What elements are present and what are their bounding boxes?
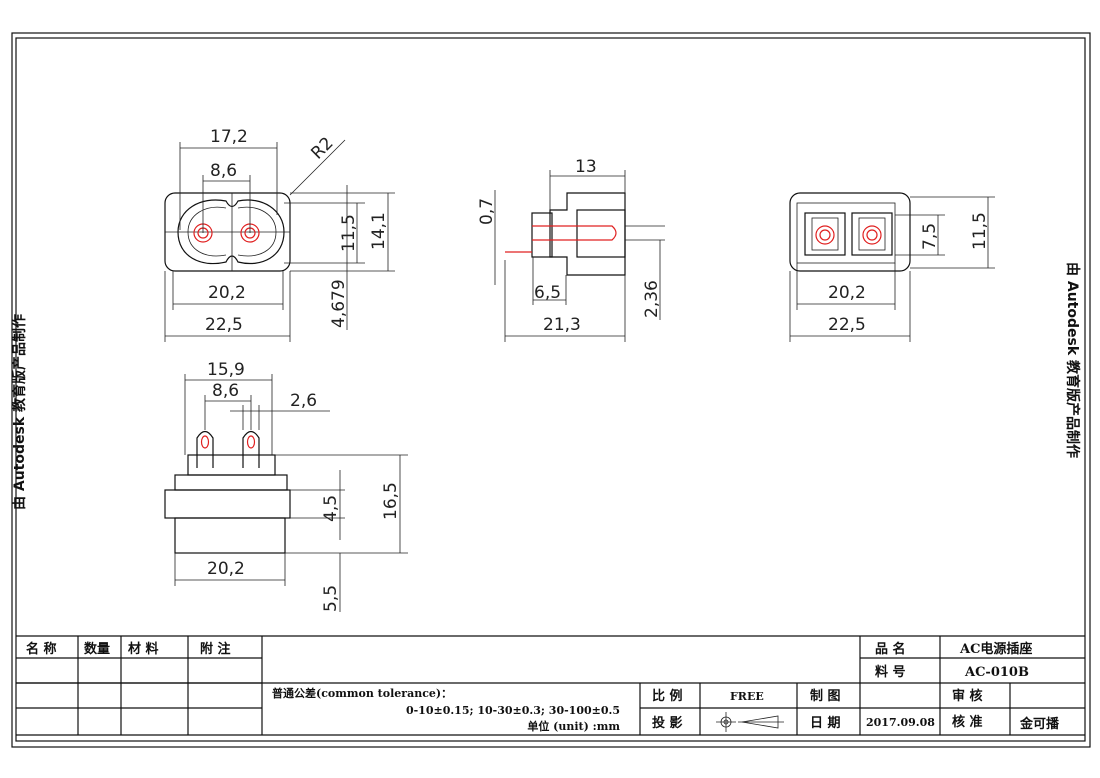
bottom-view: 15,9 8,6 2,6 16,5 4,5 5,5 20,2 [164,360,408,612]
title-block: 名 称 数量 材 料 附 注 品 名 AC电源插座 料 号 AC-010B 普通… [16,635,1085,736]
bottom-dim-20-2: 20,2 [207,559,245,579]
date-value: 2017.09.08 [866,716,935,729]
dim-r2: R2 [307,133,337,163]
tolerance-title: 普通公差(common tolerance)： [272,686,452,700]
bottom-dim-8-6: 8,6 [212,381,239,401]
back-dim-11-5: 11,5 [970,212,990,250]
approver: 金可播 [1019,716,1060,732]
side-view: 13 0,7 6,5 21,3 2,36 [477,157,665,342]
part-no-label: 料 号 [875,664,906,680]
dim-4-679: 4,679 [329,279,349,328]
inner-frame [15,37,1086,742]
bottom-dim-2-6: 2,6 [290,391,317,411]
bottom-dim-16-5: 16,5 [381,482,401,520]
dim-20-2: 20,2 [208,283,246,303]
dim-11-5: 11,5 [339,214,359,252]
back-view: 7,5 11,5 20,2 22,5 [789,192,995,342]
dim-6-5: 6,5 [534,283,561,303]
back-dim-7-5: 7,5 [920,223,940,250]
dim-8-6: 8,6 [210,161,237,181]
watermark-right: 由 Autodesk 教育版产品制作 [1064,262,1081,458]
back-dim-22-5: 22,5 [828,315,866,335]
bottom-dim-15-9: 15,9 [207,360,245,380]
header-name: 名 称 [26,641,57,657]
unit: 单位 (unit) :mm [527,719,620,733]
back-dim-20-2: 20,2 [828,283,866,303]
dim-17-2: 17,2 [210,127,248,147]
dim-21-3: 21,3 [543,315,581,335]
product-name: AC电源插座 [959,641,1032,657]
dim-13: 13 [575,157,597,177]
bottom-dim-4-5: 4,5 [321,495,341,522]
header-qty: 数量 [84,641,110,657]
tolerance-values: 0-10±0.15; 10-30±0.3; 30-100±0.5 [406,704,620,717]
part-no: AC-010B [964,665,1029,680]
dim-2-36: 2,36 [642,280,662,318]
scale-value: FREE [730,690,764,703]
watermark-left: 由 Autodesk 教育版产品制作 [11,314,28,510]
bottom-dim-5-5: 5,5 [321,585,341,612]
front-view: 17,2 8,6 R2 20,2 22,5 14,1 11,5 4,679 [164,127,395,342]
approve-label: 核 准 [952,714,983,730]
header-material: 材 料 [128,641,159,657]
product-name-label: 品 名 [875,641,906,657]
projection-symbol-icon [716,712,784,732]
header-remark: 附 注 [200,641,231,657]
projection-label: 投 影 [652,715,683,731]
dim-22-5: 22,5 [205,315,243,335]
drawn-label: 制 图 [810,688,841,704]
review-label: 审 核 [952,688,983,704]
outer-frame [11,32,1091,748]
scale-label: 比 例 [652,688,683,704]
date-label: 日 期 [810,716,841,731]
dim-14-1: 14,1 [369,212,389,250]
dim-0-7: 0,7 [477,198,497,225]
